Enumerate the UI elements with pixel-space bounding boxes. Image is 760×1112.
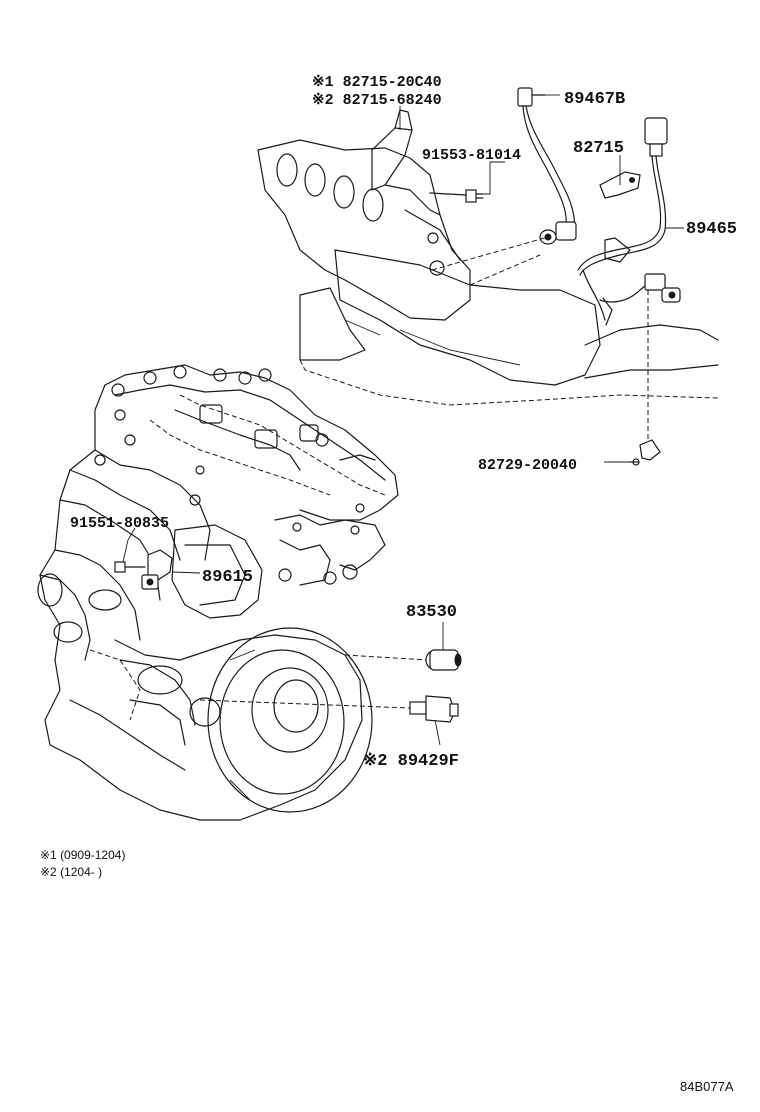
oxygen-sensor-89467b [517, 87, 577, 245]
label-89615: 89615 [202, 568, 253, 587]
label-89467b: 89467B [564, 90, 625, 109]
engine-block-drawing [37, 364, 399, 821]
footnotes: ※1 (0909-1204) ※2 (1204- ) [40, 848, 125, 879]
label-91553-81014: 91553-81014 [422, 147, 521, 164]
air-fuel-sensor-89465 [577, 117, 681, 326]
label-82729-20040: 82729-20040 [478, 457, 577, 474]
label-91551-80835: 91551-80835 [70, 515, 169, 532]
label-82715-68240: ※2 82715-68240 [312, 92, 442, 109]
part-labels: ※1 82715-20C40 ※2 82715-68240 89467B 915… [70, 74, 737, 771]
bolt-91553-81014 [429, 189, 484, 203]
label-82715-20c40: ※1 82715-20C40 [312, 74, 442, 91]
illustration-code: 84B077A [680, 1079, 734, 1094]
footnote-2: ※2 (1204- ) [40, 865, 102, 879]
label-82715: 82715 [573, 139, 624, 158]
label-89429f: ※2 89429F [363, 752, 459, 771]
crank-sensor-89429f [199, 695, 459, 746]
leader-lines [122, 94, 684, 574]
footnote-1: ※1 (0909-1204) [40, 848, 125, 862]
bolt-91551-80835 [114, 561, 146, 573]
knock-sensor-83530 [344, 622, 462, 671]
clamp-82729-20040 [629, 290, 661, 466]
cam-sensor-89615 [141, 549, 173, 590]
label-83530: 83530 [406, 603, 457, 622]
exhaust-manifold-drawing [257, 109, 719, 406]
label-89465: 89465 [686, 220, 737, 239]
